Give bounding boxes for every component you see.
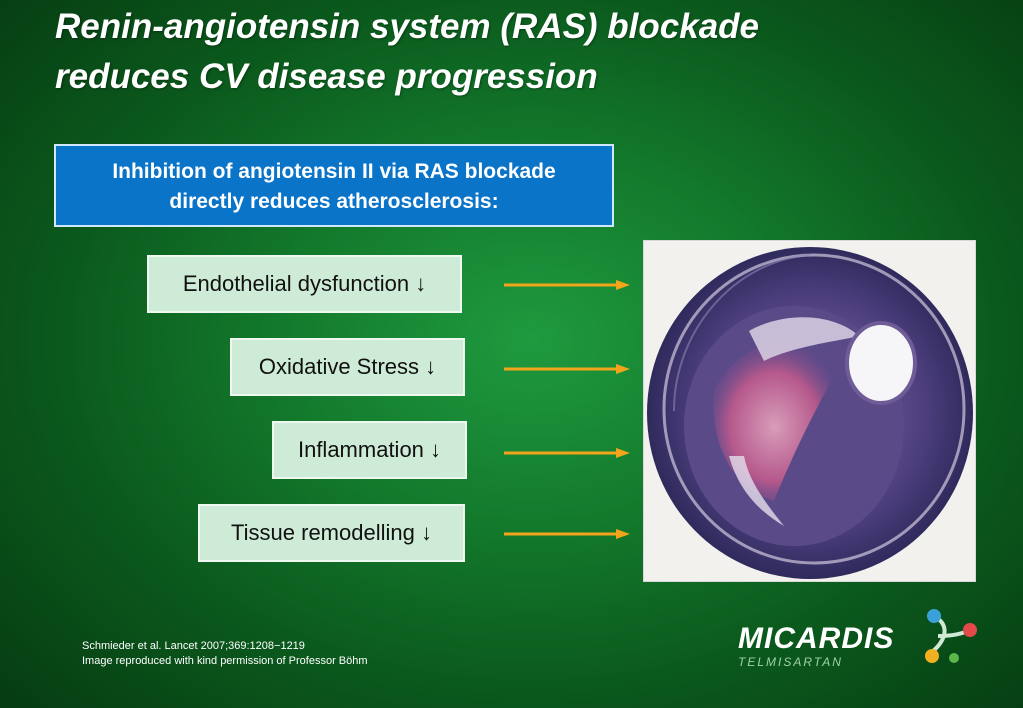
slide-title: Renin-angiotensin system (RAS) blockade … — [55, 2, 955, 102]
molecule-icon — [925, 609, 977, 663]
effect-box-inflammation: Inflammation ↓ — [272, 421, 467, 479]
logo-brand-text: MICARDIS — [738, 622, 895, 655]
callout-line-1: Inhibition of angiotensin II via RAS blo… — [112, 160, 556, 183]
arrow-right-icon — [504, 529, 630, 539]
citation: Schmieder et al. Lancet 2007;369:1208−12… — [82, 639, 368, 669]
artery-histology-image — [643, 240, 976, 582]
effect-label: Tissue remodelling ↓ — [231, 520, 432, 545]
arrow-right-icon — [504, 280, 630, 290]
effect-box-tissue-remodelling: Tissue remodelling ↓ — [198, 504, 465, 562]
arrow-right-icon — [504, 364, 630, 374]
micardis-logo: MICARDIS TELMISARTAN — [738, 608, 983, 678]
callout-line-2: directly reduces atherosclerosis: — [169, 190, 499, 213]
citation-line-2: Image reproduced with kind permission of… — [82, 655, 368, 667]
slide-title-line-2: reduces CV disease progression — [55, 57, 598, 96]
citation-line-1: Schmieder et al. Lancet 2007;369:1208−12… — [82, 640, 305, 652]
arrow-right-icon — [504, 448, 630, 458]
effect-label: Endothelial dysfunction ↓ — [182, 271, 427, 296]
logo-subtitle: TELMISARTAN — [738, 655, 843, 669]
slide-title-line-1: Renin-angiotensin system (RAS) blockade — [55, 7, 760, 46]
callout-box: Inhibition of angiotensin II via RAS blo… — [54, 144, 614, 227]
effect-box-oxidative-stress: Oxidative Stress ↓ — [230, 338, 465, 396]
artery-cross-section-illustration — [647, 247, 973, 579]
effect-label: Inflammation ↓ — [297, 437, 442, 462]
effect-label: Oxidative Stress ↓ — [258, 354, 437, 379]
effect-box-endothelial-dysfunction: Endothelial dysfunction ↓ — [147, 255, 462, 313]
